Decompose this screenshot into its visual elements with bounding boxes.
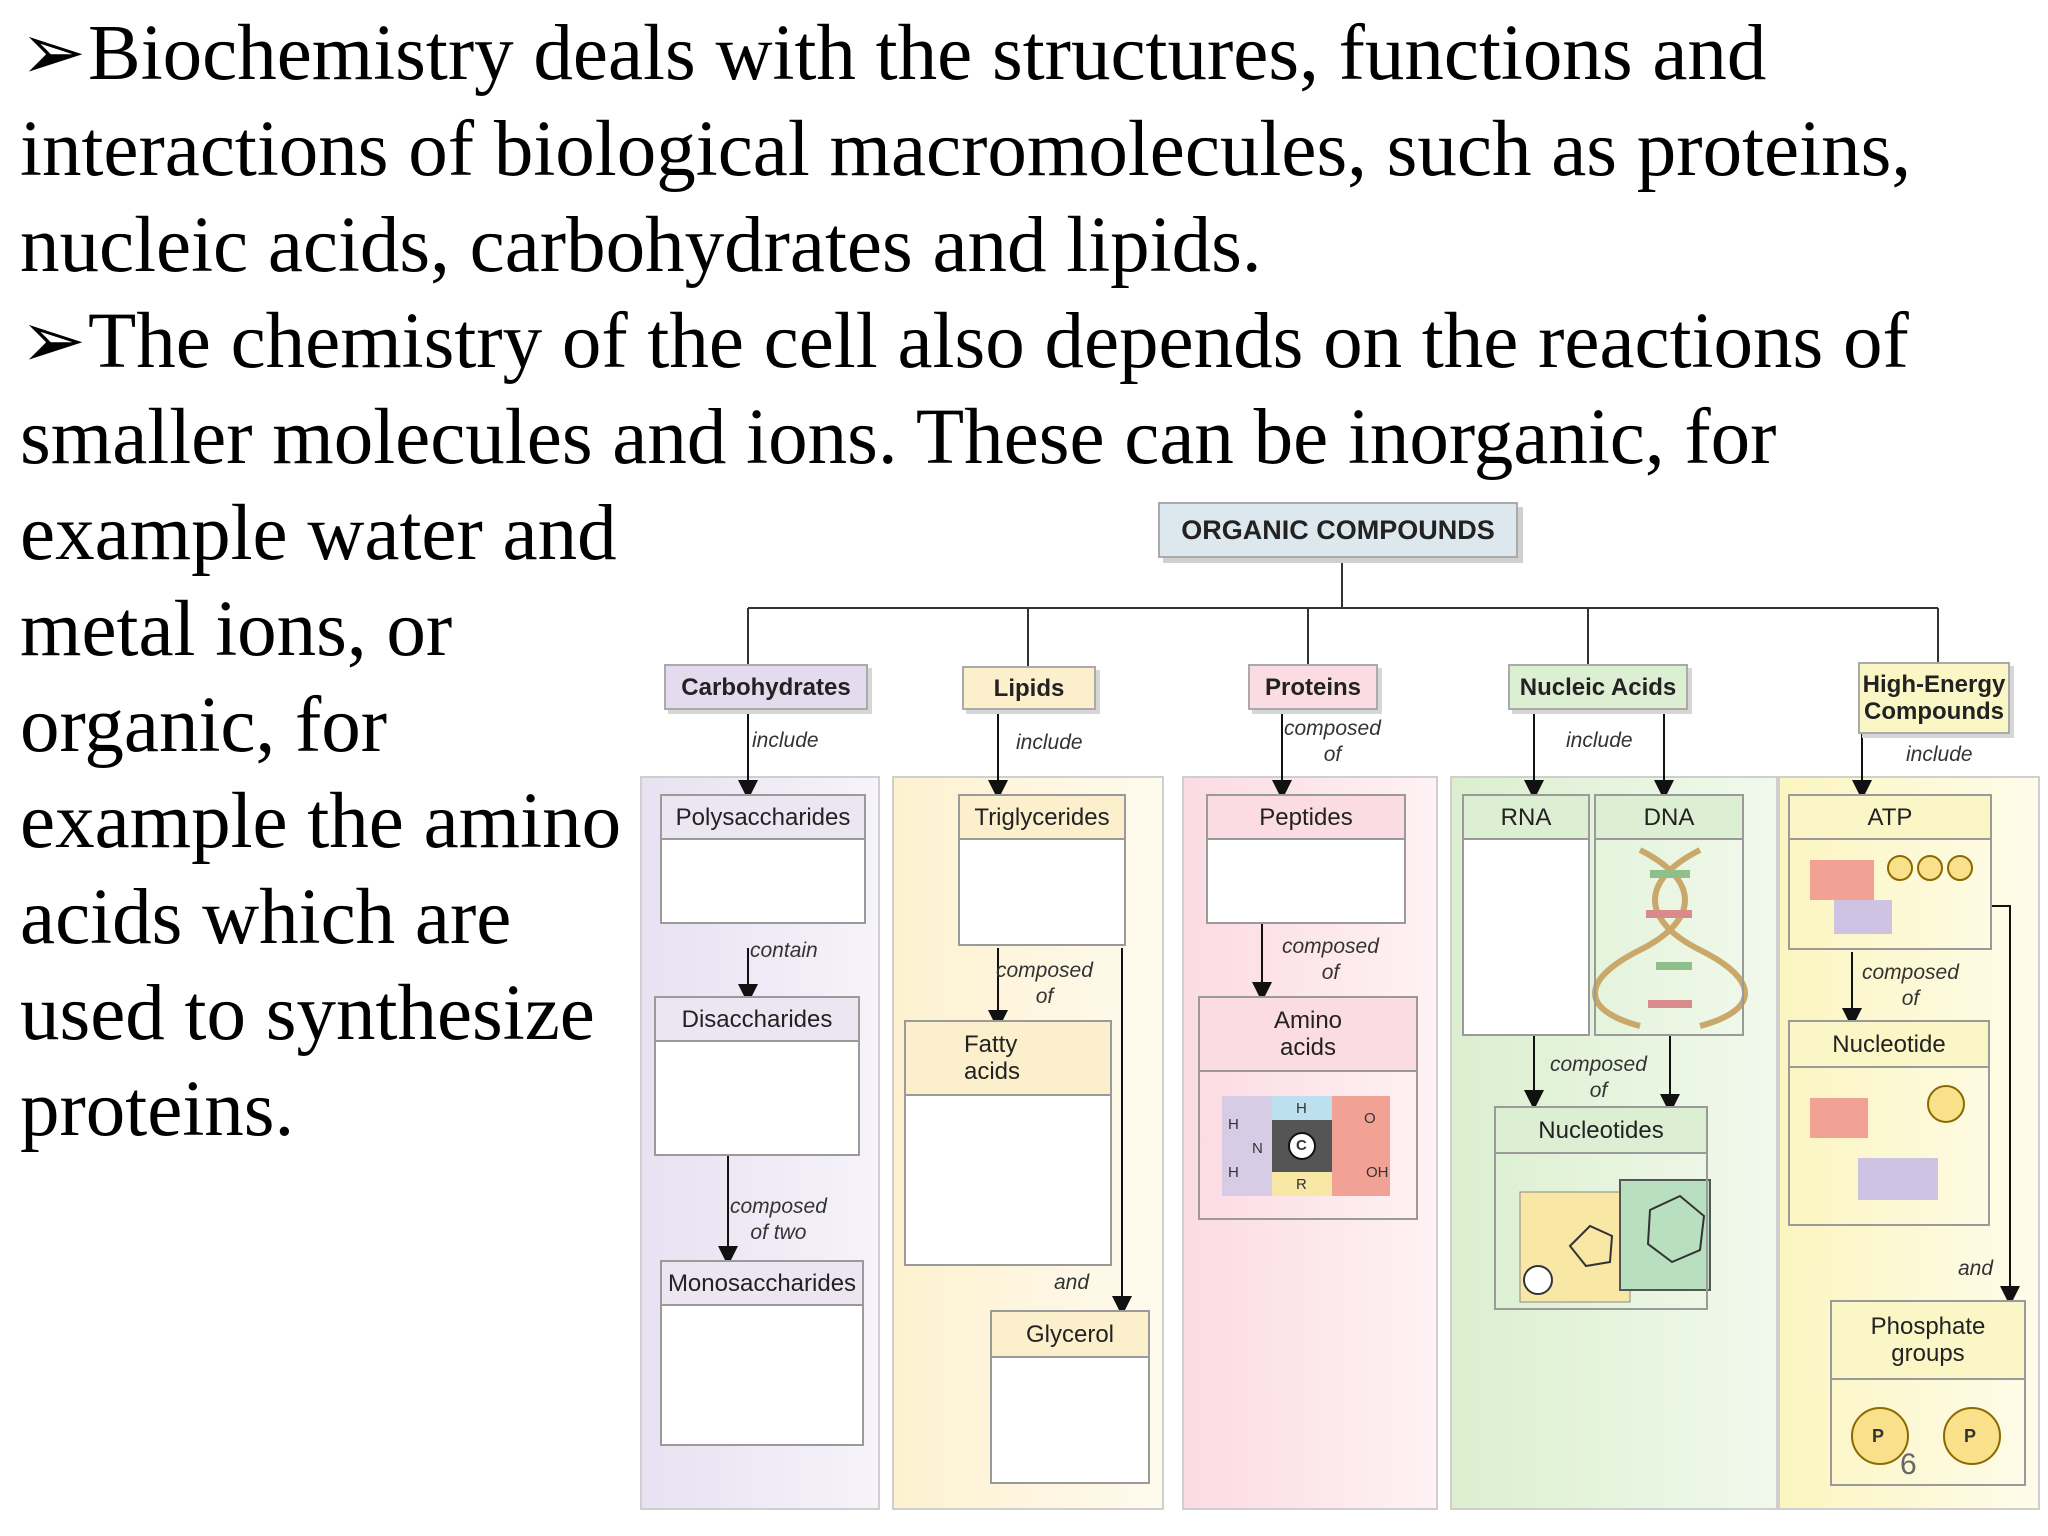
nucleotide-label: Nucleotide [1788,1020,1990,1068]
peptide-composed-label: composed of [1282,935,1379,984]
lipid-and-label: and [1054,1271,1090,1294]
carbohydrates-header: Carbohydrates [664,664,868,710]
lipid-include-label: include [1016,731,1083,754]
carb-composed-label: composed of two [730,1195,827,1244]
disaccharides-label: Disaccharides [654,996,860,1042]
text-line-content: smaller molecules and ions. These can be… [20,394,1777,481]
text-line: organic, for [20,678,387,774]
atp-composed-label: composed of [1862,961,1959,1010]
nucleotides-label: Nucleotides [1494,1106,1708,1154]
nucleic-composed-label: composed of [1550,1053,1647,1102]
nucleic-acids-header: Nucleic Acids [1508,664,1688,710]
text-line: proteins. [20,1062,294,1158]
bullet-arrow-icon: ➢ [20,10,87,97]
text-line-content: metal ions, or [20,586,453,673]
monosaccharides-label: Monosaccharides [660,1260,864,1306]
lipid-composed-label: composed of [996,959,1093,1008]
atom-h1: H [1228,1116,1239,1133]
atom-n: N [1252,1140,1263,1157]
text-line: interactions of biological macromolecule… [20,102,1911,198]
lipids-header: Lipids [962,666,1096,710]
nucleic-include-label: include [1566,729,1633,752]
text-line: ➢The chemistry of the cell also depends … [20,294,1909,390]
text-line: smaller molecules and ions. These can be… [20,390,1776,486]
atom-r: R [1296,1176,1307,1193]
peptides-label: Peptides [1206,794,1406,840]
text-line-content: The chemistry of the cell also depends o… [88,298,1909,385]
high-energy-header: High-Energy Compounds [1858,662,2010,734]
atp-label: ATP [1788,794,1992,840]
bullet-arrow-icon: ➢ [20,298,87,385]
text-line: nucleic acids, carbohydrates and lipids. [20,198,1262,294]
atom-h3: H [1296,1100,1307,1117]
phosphate-p2: P [1964,1426,1977,1446]
text-line-content: Biochemistry deals with the structures, … [88,10,1767,97]
triglycerides-label: Triglycerides [958,794,1126,840]
proteins-header: Proteins [1248,664,1378,710]
organic-compounds-root: ORGANIC COMPOUNDS [1158,502,1518,558]
atom-o: O [1364,1110,1376,1127]
carb-contain-label: contain [750,939,818,962]
atom-h2: H [1228,1164,1239,1181]
text-line: example water and [20,486,617,582]
phosphate-groups-label: Phosphate groups [1830,1300,2026,1380]
high-energy-include-label: include [1906,743,1973,766]
rna-label: RNA [1462,794,1590,840]
phosphate-p1: P [1872,1426,1885,1446]
text-line-content: acids which are [20,874,512,961]
text-line-content: interactions of biological macromolecule… [20,106,1912,193]
page-number: 6 [1900,1448,1917,1481]
amino-acids-label: Amino acids [1198,996,1418,1072]
text-line-content: example water and [20,490,617,577]
text-line: ➢Biochemistry deals with the structures,… [20,6,1766,102]
dna-label: DNA [1594,794,1744,840]
carb-include-label: include [752,729,819,752]
glycerol-label: Glycerol [990,1310,1150,1358]
fatty-acids-label: Fatty acids [904,1020,1112,1096]
polysaccharides-label: Polysaccharides [660,794,866,840]
text-line: used to synthesize [20,966,595,1062]
atom-c: C [1296,1137,1307,1154]
high-energy-and-label: and [1958,1257,1994,1280]
text-line: example the amino [20,774,621,870]
text-line: metal ions, or [20,582,452,678]
text-line-content: used to synthesize [20,970,595,1057]
protein-composed-label: composed of [1284,717,1381,766]
text-line-content: organic, for [20,682,388,769]
atom-oh: OH [1366,1164,1389,1181]
text-line-content: proteins. [20,1066,295,1153]
text-line-content: example the amino [20,778,622,865]
text-line: acids which are [20,870,511,966]
text-line-content: nucleic acids, carbohydrates and lipids. [20,202,1262,289]
